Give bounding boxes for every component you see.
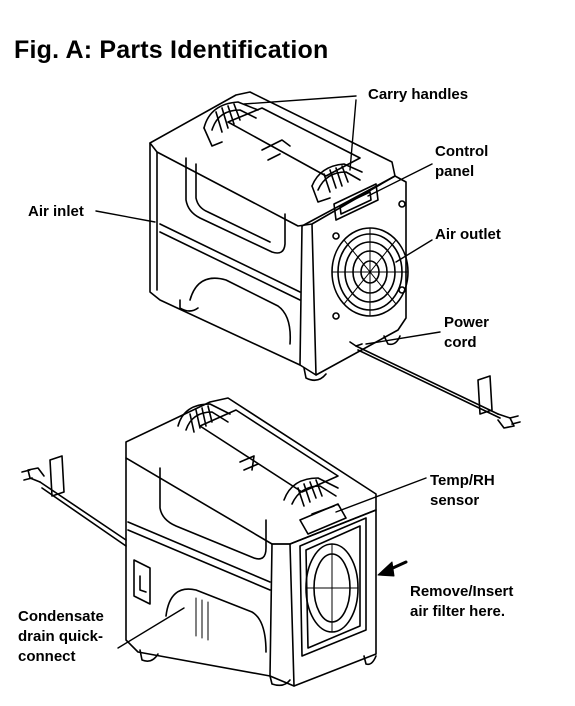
label-control-panel: Control panel: [435, 142, 488, 182]
label-air-filter-line1: Remove/Insert: [410, 583, 514, 600]
leader-carry-handles-rear: [243, 95, 357, 105]
leader-lines: [95, 95, 441, 649]
figure-title: Fig. A: Parts Identification: [14, 36, 329, 64]
leader-air-inlet: [95, 210, 156, 223]
leader-control-panel: [367, 163, 433, 197]
label-condensate-drain: Condensate drain quick- connect: [18, 607, 104, 667]
label-air-inlet: Air inlet: [28, 202, 84, 222]
label-carry-handles-text: Carry handles: [368, 86, 469, 103]
filter-arrow-head: [377, 561, 395, 577]
label-power-cord: Power cord: [444, 313, 489, 353]
leader-condensate-drain: [117, 607, 185, 649]
leader-carry-handles-front: [349, 99, 357, 171]
leader-air-outlet: [395, 239, 433, 263]
leader-temp-rh-sensor: [335, 477, 427, 513]
label-air-inlet-text: Air inlet: [28, 203, 84, 220]
label-carry-handles: Carry handles: [368, 85, 468, 105]
label-control-panel-line1: Control: [435, 143, 489, 160]
label-air-outlet: Air outlet: [435, 225, 501, 245]
leader-power-cord: [365, 331, 441, 345]
label-temp-rh-sensor-line2: sensor: [430, 492, 480, 509]
label-condensate-drain-line2: drain quick-: [18, 628, 104, 645]
label-air-outlet-text: Air outlet: [435, 226, 501, 243]
label-temp-rh-sensor: Temp/RH sensor: [430, 471, 495, 511]
dehumidifier-bottom-view: [21, 397, 377, 687]
label-condensate-drain-line3: connect: [18, 648, 76, 665]
label-condensate-drain-line1: Condensate: [18, 608, 104, 625]
label-air-filter-line2: air filter here.: [410, 603, 506, 620]
dehumidifier-top-view: [149, 91, 521, 429]
label-power-cord-line1: Power: [444, 314, 490, 331]
label-control-panel-line2: panel: [435, 163, 475, 180]
label-power-cord-line2: cord: [444, 334, 477, 351]
label-temp-rh-sensor-line1: Temp/RH: [430, 472, 495, 489]
label-air-filter: Remove/Insert air filter here.: [410, 582, 513, 622]
